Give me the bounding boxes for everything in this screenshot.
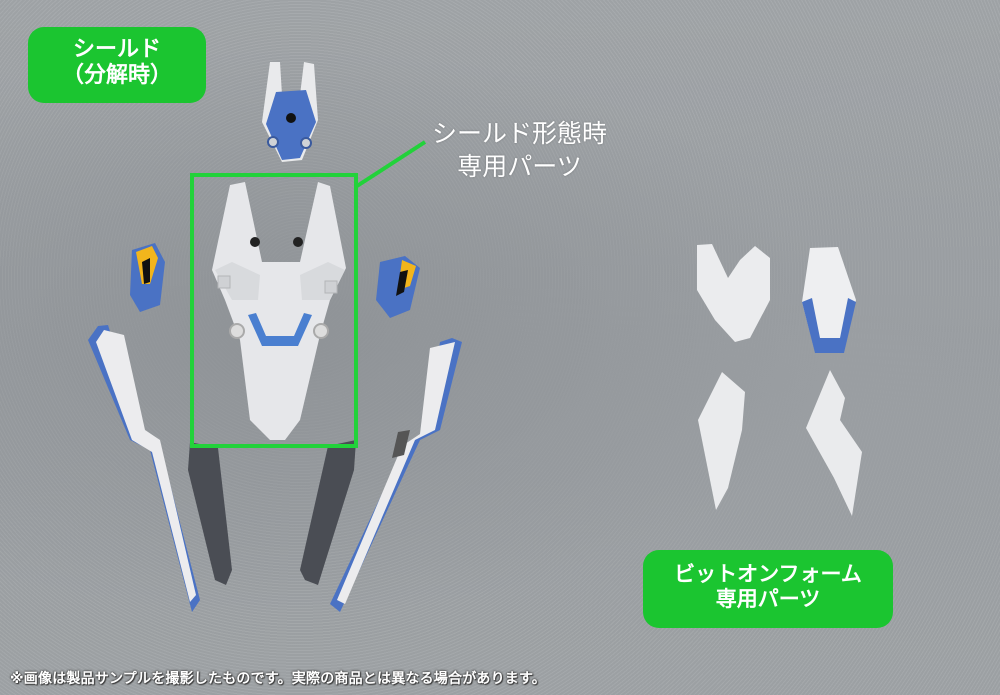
shield-center-core: [212, 182, 346, 440]
bit-label-line2: 専用パーツ: [715, 586, 821, 611]
shield-label-line2: （分解時）: [61, 62, 172, 88]
bit-right-fin: [806, 370, 862, 516]
callout-line1: シールド形態時: [432, 119, 608, 148]
shield-form-parts-highlight-box: [190, 173, 358, 448]
shield-label-line1: シールド: [72, 37, 161, 62]
left-dark-strut: [188, 442, 232, 585]
bit-head-piece: [697, 244, 770, 342]
callout-leader-line: [355, 140, 427, 188]
right-dark-strut: [300, 440, 356, 585]
shield-form-parts-callout: シールド形態時 専用パーツ: [432, 118, 607, 183]
bit-label-line1: ビットオンフォーム: [674, 562, 862, 586]
left-blue-joint: [130, 243, 165, 312]
disclaimer-note: ※画像は製品サンプルを撮影したものです。実際の商品とは異なる場合があります。: [10, 671, 546, 687]
top-blue-clip: [262, 62, 318, 162]
left-blade: [88, 325, 200, 612]
bit-on-form-parts-label: ビットオンフォーム 専用パーツ: [643, 550, 893, 628]
right-blade: [330, 338, 462, 612]
callout-line2: 専用パーツ: [457, 151, 582, 181]
shield-disassembled-label: シールド （分解時）: [28, 27, 206, 103]
bit-left-fin: [698, 372, 745, 510]
bit-blue-tip-piece: [802, 247, 856, 353]
right-blue-joint: [376, 256, 420, 318]
